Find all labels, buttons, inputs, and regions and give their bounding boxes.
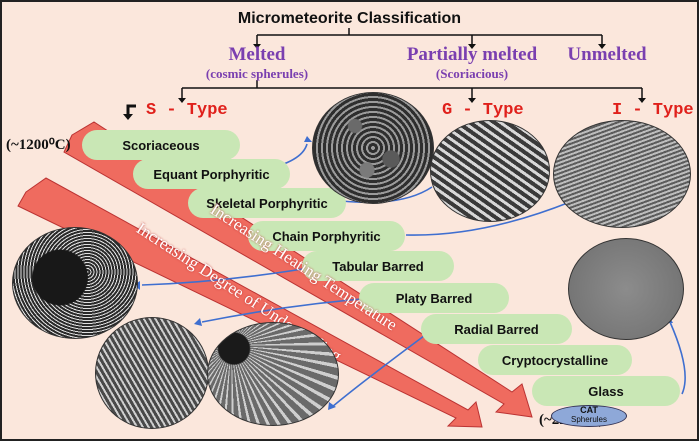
category-unmelted-label: Unmelted <box>567 44 647 65</box>
category-partially-label: Partially melted <box>406 44 538 65</box>
texture-cryptocrystalline: Cryptocrystalline <box>478 345 632 375</box>
category-melted-sub: (cosmic spherules) <box>205 66 309 81</box>
cat-spherules-top: CAT <box>580 405 598 415</box>
category-melted-label: Melted <box>228 44 286 65</box>
type-g: G - Type <box>442 101 524 120</box>
texture-scoriaceous: Scoriaceous <box>82 130 240 160</box>
category-unmelted: Unmelted <box>557 44 657 66</box>
temperature-low: (~1200⁰C) <box>6 137 71 153</box>
type-s: S - Type <box>146 101 228 120</box>
cat-spherules-badge: CAT Spherules <box>551 405 627 427</box>
glass-micrograph <box>568 238 684 340</box>
texture-platy-barred: Platy Barred <box>359 283 509 313</box>
texture-equant-porphyritic: Equant Porphyritic <box>133 159 290 189</box>
texture-skeletal-porphyritic: Skeletal Porphyritic <box>188 188 346 218</box>
undercooling-arrow <box>17 177 483 428</box>
barred-iron-micrograph <box>553 120 691 228</box>
porphyritic-micrograph <box>12 227 138 339</box>
scoriaceous-micrograph <box>312 92 434 204</box>
equant-porphyritic-micrograph <box>430 120 550 222</box>
type-i: I - Type <box>612 101 694 120</box>
diagram-title: Micrometeorite Classification <box>237 10 462 27</box>
texture-tabular-barred: Tabular Barred <box>302 251 454 281</box>
cat-spherules-bottom: Spherules <box>570 415 608 424</box>
category-melted: Melted (cosmic spherules) <box>182 44 332 82</box>
category-partially-sub: (Scoriacious) <box>435 66 509 81</box>
radial-barred-micrograph <box>207 322 339 426</box>
texture-radial-barred: Radial Barred <box>421 314 572 344</box>
skeletal-micrograph <box>95 317 209 429</box>
texture-glass: Glass <box>532 376 680 406</box>
texture-chain-porphyritic: Chain Porphyritic <box>248 221 405 251</box>
category-partially-melted: Partially melted (Scoriacious) <box>397 44 547 82</box>
